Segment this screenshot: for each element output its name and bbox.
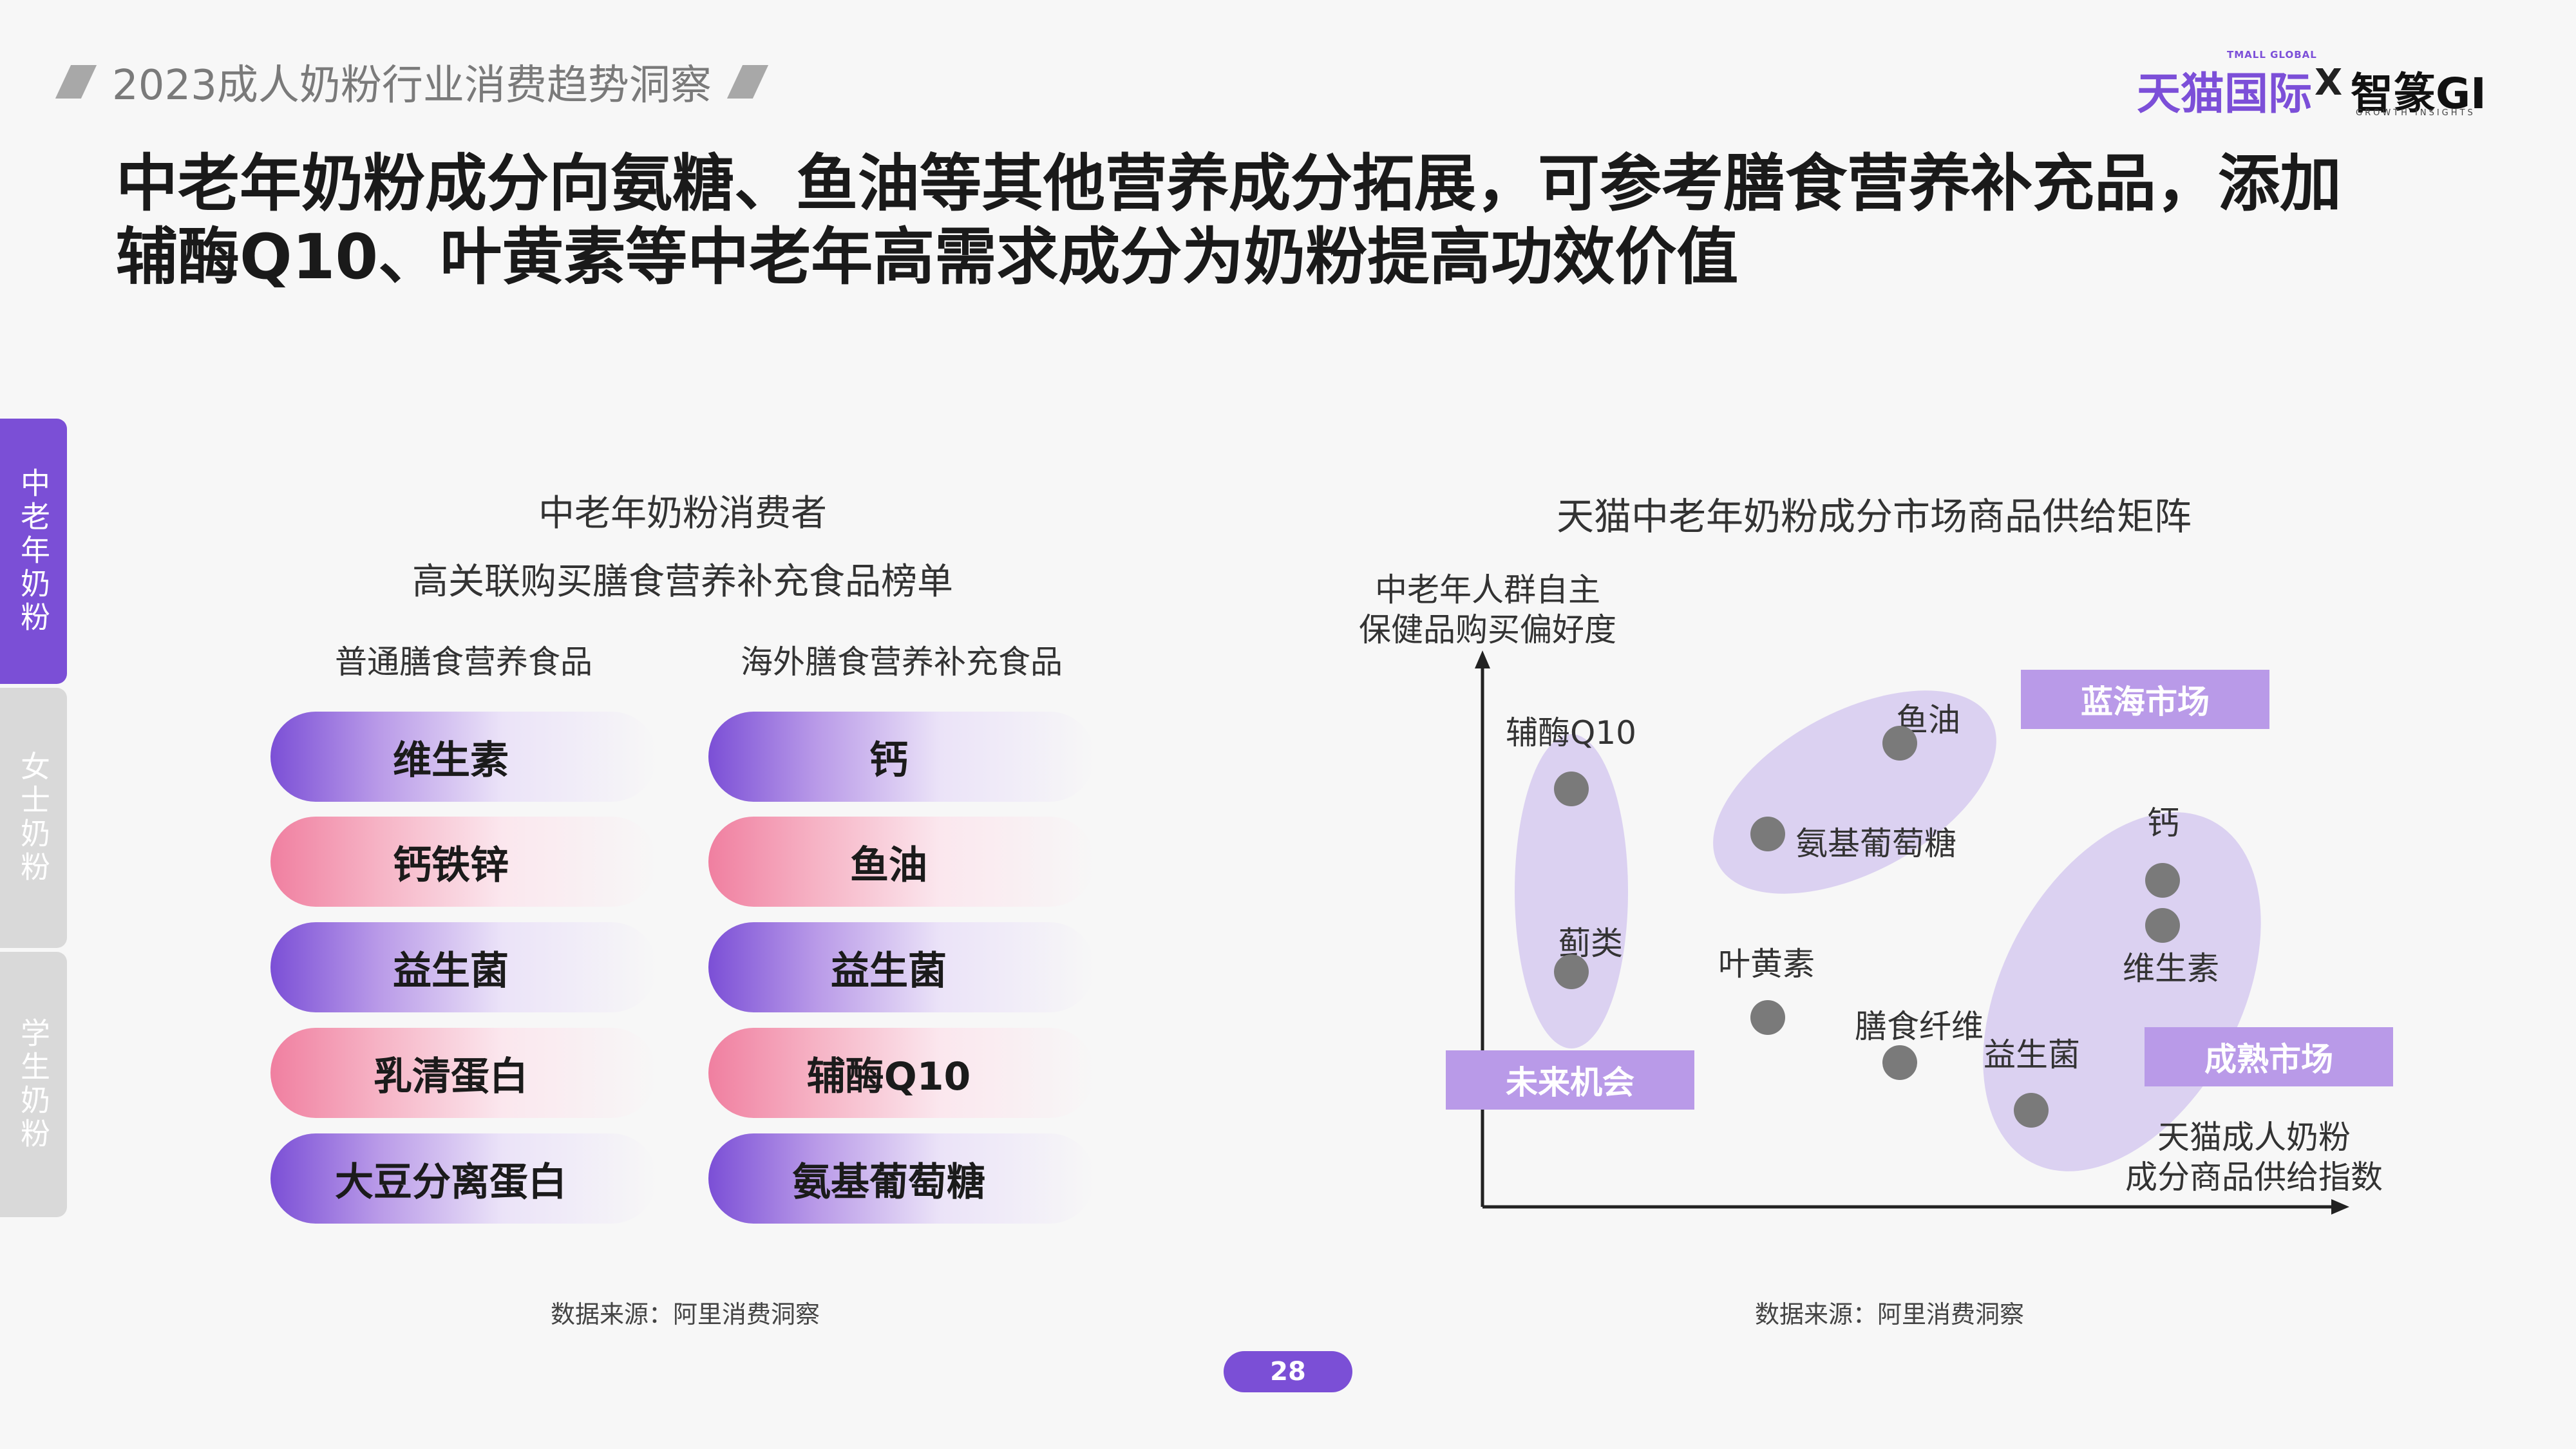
data-source-right: 数据来源：阿里消费洞察	[1755, 1300, 2025, 1329]
y-axis-arrow	[1475, 650, 1490, 668]
point-label: 益生菌	[1984, 1036, 2080, 1074]
report-title: 2023成人奶粉行业消费趋势洞察	[55, 53, 768, 111]
list-item: 辅酶Q10	[708, 1028, 1095, 1118]
point-label: 膳食纤维	[1855, 1008, 1984, 1045]
list-item: 鱼油	[708, 817, 1095, 907]
list-item: 大豆分离蛋白	[270, 1133, 657, 1224]
list-item: 钙	[708, 712, 1095, 802]
y-axis-label-line-1: 中老年人群自主	[1375, 571, 1600, 609]
x-axis-label-line-1: 天猫成人奶粉	[2157, 1119, 2351, 1156]
tab-label: 学生奶粉	[16, 1018, 51, 1151]
tab-middle-aged-milk[interactable]: 中老年奶粉	[0, 419, 67, 684]
page-headline: 中老年奶粉成分向氨糖、鱼油等其他营养成分拓展，可参考膳食营养补充品，添加 辅酶Q…	[116, 147, 2499, 294]
tab-women-milk[interactable]: 女士奶粉	[0, 688, 67, 948]
brand-separator: X	[2315, 62, 2343, 104]
list-item: 益生菌	[708, 922, 1095, 1012]
list-item: 维生素	[270, 712, 657, 802]
slash-decoration	[726, 65, 768, 99]
tab-label: 中老年奶粉	[16, 468, 51, 635]
data-source-left: 数据来源：阿里消费洞察	[551, 1300, 820, 1329]
y-axis-label: 中老年人群自主 保健品购买偏好度	[1327, 570, 1649, 650]
point-label: 维生素	[2123, 950, 2219, 987]
matrix-point	[2145, 908, 2180, 943]
x-axis-label-line-2: 成分商品供给指数	[2125, 1159, 2383, 1196]
y-axis-label-line-2: 保健品购买偏好度	[1359, 611, 1616, 649]
quadrant-mature-market: 成熟市场	[2145, 1027, 2393, 1086]
list-item: 氨基葡萄糖	[708, 1133, 1095, 1224]
headline-line-2: 辅酶Q10、叶黄素等中老年高需求成分为奶粉提高功效价值	[116, 221, 1739, 293]
left-panel-title-2: 高关联购买膳食营养补充食品榜单	[412, 561, 953, 603]
matrix-point	[1750, 1000, 1785, 1035]
point-label: 叶黄素	[1718, 945, 1815, 983]
column-header-overseas: 海外膳食营养补充食品	[741, 643, 1063, 681]
gi-subtitle: GROWTH INSIGHTS	[2356, 108, 2476, 118]
matrix-point	[2145, 863, 2180, 898]
brand-logos: TMALL GLOBAL 天猫国际 X 智篆GI GROWTH INSIGHTS	[2132, 46, 2492, 120]
report-title-text: 2023成人奶粉行业消费趋势洞察	[112, 62, 712, 109]
point-label: 钙	[2147, 804, 2179, 842]
gi-logo: 智篆GI	[2351, 69, 2486, 118]
quadrant-future-opportunity: 未来机会	[1446, 1050, 1694, 1110]
tab-label: 女士奶粉	[16, 751, 51, 885]
matrix-point	[1554, 954, 1589, 989]
tmall-logo: 天猫国际	[2137, 69, 2313, 120]
list-item: 钙铁锌	[270, 817, 657, 907]
column-header-common: 普通膳食营养食品	[335, 643, 592, 681]
right-panel-title: 天猫中老年奶粉成分市场商品供给矩阵	[1556, 495, 2192, 538]
matrix-axes	[1475, 650, 2349, 1215]
tmall-global-text: TMALL GLOBAL	[2227, 49, 2317, 61]
matrix-point	[1882, 1045, 1917, 1080]
point-label: 辅酶Q10	[1506, 714, 1636, 752]
tab-student-milk[interactable]: 学生奶粉	[0, 952, 67, 1217]
matrix-point	[1882, 726, 1917, 761]
x-axis-arrow	[2331, 1199, 2349, 1215]
page-number-badge: 28	[1224, 1351, 1352, 1392]
list-item: 乳清蛋白	[270, 1028, 657, 1118]
headline-line-1: 中老年奶粉成分向氨糖、鱼油等其他营养成分拓展，可参考膳食营养补充品，添加	[116, 147, 2342, 220]
point-label: 氨基葡萄糖	[1795, 825, 1956, 862]
quadrant-blue-ocean: 蓝海市场	[2021, 670, 2269, 729]
list-item: 益生菌	[270, 922, 657, 1012]
matrix-point	[1554, 772, 1589, 806]
matrix-point	[2014, 1093, 2049, 1128]
x-axis-label: 天猫成人奶粉 成分商品供给指数	[2080, 1117, 2428, 1197]
left-panel-title-1: 中老年奶粉消费者	[538, 493, 827, 535]
slash-decoration	[55, 65, 97, 99]
matrix-point	[1750, 817, 1785, 851]
